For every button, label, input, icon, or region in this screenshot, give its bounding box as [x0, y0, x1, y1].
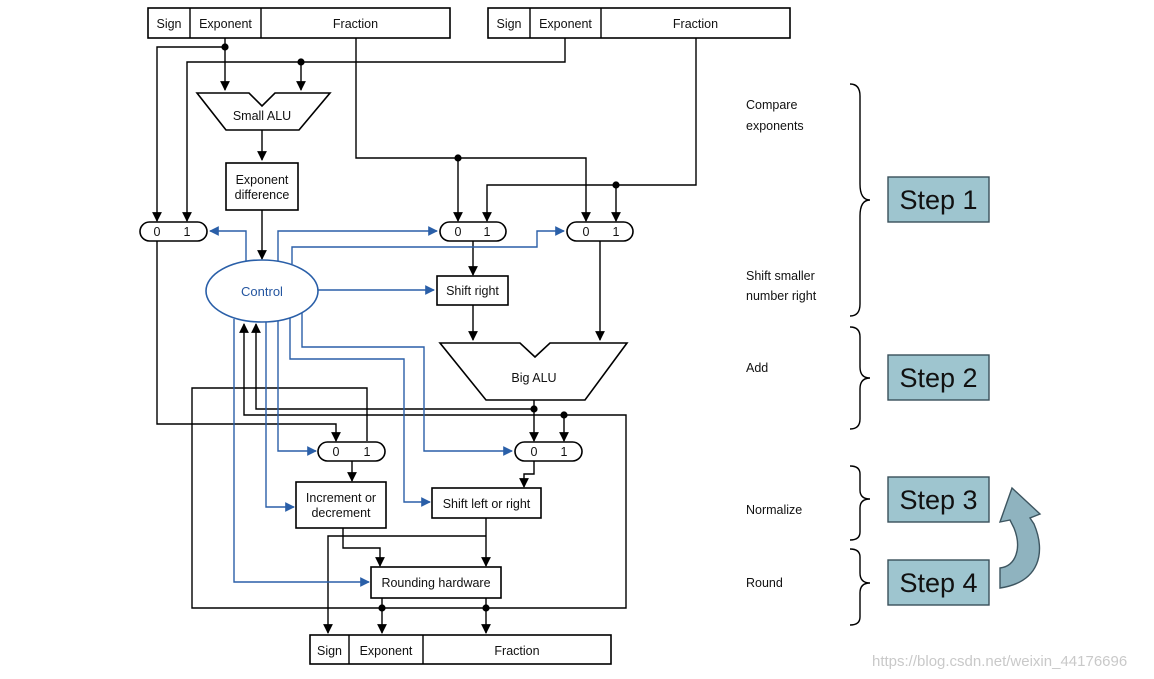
- big-alu: Big ALU: [438, 342, 629, 401]
- output-register: Sign Exponent Fraction: [309, 634, 612, 665]
- control-unit: Control: [205, 259, 319, 323]
- input-b-sign: Sign: [496, 17, 521, 31]
- rounding-hardware-box: Rounding hardware: [370, 566, 502, 599]
- mux-fraction-add: 0 1: [566, 221, 634, 242]
- output-fraction: Fraction: [494, 644, 539, 658]
- input-a-exponent: Exponent: [199, 17, 252, 31]
- svg-text:decrement: decrement: [311, 506, 371, 520]
- svg-text:1: 1: [613, 225, 620, 239]
- input-a-sign: Sign: [156, 17, 181, 31]
- phase-braces: [849, 83, 871, 626]
- data-wires: [152, 38, 697, 634]
- step-4: Step 4: [887, 559, 990, 606]
- control-wires: [209, 226, 565, 587]
- mux-exponent-normalize: 0 1: [317, 441, 386, 462]
- output-sign: Sign: [317, 644, 342, 658]
- svg-text:Step 3: Step 3: [899, 485, 977, 515]
- mux-fraction-normalize: 0 1: [514, 441, 583, 462]
- output-exponent: Exponent: [360, 644, 413, 658]
- svg-text:Step 2: Step 2: [899, 363, 977, 393]
- shift-right-box: Shift right: [436, 275, 509, 306]
- input-b-fraction: Fraction: [673, 17, 718, 31]
- svg-text:1: 1: [364, 445, 371, 459]
- step-2: Step 2: [887, 354, 990, 401]
- input-b-exponent: Exponent: [539, 17, 592, 31]
- watermark: https://blog.csdn.net/weixin_44176696: [872, 653, 1127, 670]
- svg-text:0: 0: [455, 225, 462, 239]
- svg-text:1: 1: [561, 445, 568, 459]
- phase-shift-line1: Shift smaller: [746, 269, 815, 283]
- svg-text:Step 4: Step 4: [899, 568, 977, 598]
- svg-text:1: 1: [484, 225, 491, 239]
- step-3: Step 3: [887, 476, 990, 523]
- phase-normalize: Normalize: [746, 503, 802, 517]
- svg-text:0: 0: [531, 445, 538, 459]
- loop-back-arrow-icon: [998, 486, 1042, 589]
- step-1: Step 1: [887, 176, 990, 223]
- phase-compare-line2: exponents: [746, 119, 804, 133]
- svg-text:Big ALU: Big ALU: [511, 371, 556, 385]
- svg-text:difference: difference: [235, 188, 290, 202]
- svg-text:Exponent: Exponent: [236, 173, 289, 187]
- phase-round: Round: [746, 576, 783, 590]
- input-a-fraction: Fraction: [333, 17, 378, 31]
- input-register-b: Sign Exponent Fraction: [487, 7, 791, 39]
- svg-text:Step 1: Step 1: [899, 185, 977, 215]
- mux-fraction-shift: 0 1: [439, 221, 507, 242]
- svg-text:Shift left or right: Shift left or right: [443, 497, 531, 511]
- exponent-difference-box: Exponent difference: [225, 162, 299, 211]
- svg-text:Rounding hardware: Rounding hardware: [381, 576, 490, 590]
- svg-text:0: 0: [154, 225, 161, 239]
- small-alu: Small ALU: [195, 92, 332, 131]
- input-register-a: Sign Exponent Fraction: [147, 7, 451, 39]
- phase-compare-line1: Compare: [746, 98, 797, 112]
- phase-shift-line2: number right: [746, 289, 817, 303]
- increment-decrement-box: Increment or decrement: [295, 481, 387, 529]
- mux-exponent: 0 1: [139, 221, 208, 242]
- svg-text:0: 0: [583, 225, 590, 239]
- svg-text:Shift right: Shift right: [446, 284, 499, 298]
- phase-add: Add: [746, 361, 768, 375]
- svg-text:Small ALU: Small ALU: [233, 109, 291, 123]
- svg-text:Increment or: Increment or: [306, 491, 376, 505]
- phase-labels: Compare exponents Shift smaller number r…: [746, 98, 817, 590]
- junction-dots: [221, 43, 620, 612]
- svg-text:0: 0: [333, 445, 340, 459]
- svg-text:Control: Control: [241, 284, 283, 299]
- svg-text:1: 1: [184, 225, 191, 239]
- shift-left-right-box: Shift left or right: [431, 487, 542, 519]
